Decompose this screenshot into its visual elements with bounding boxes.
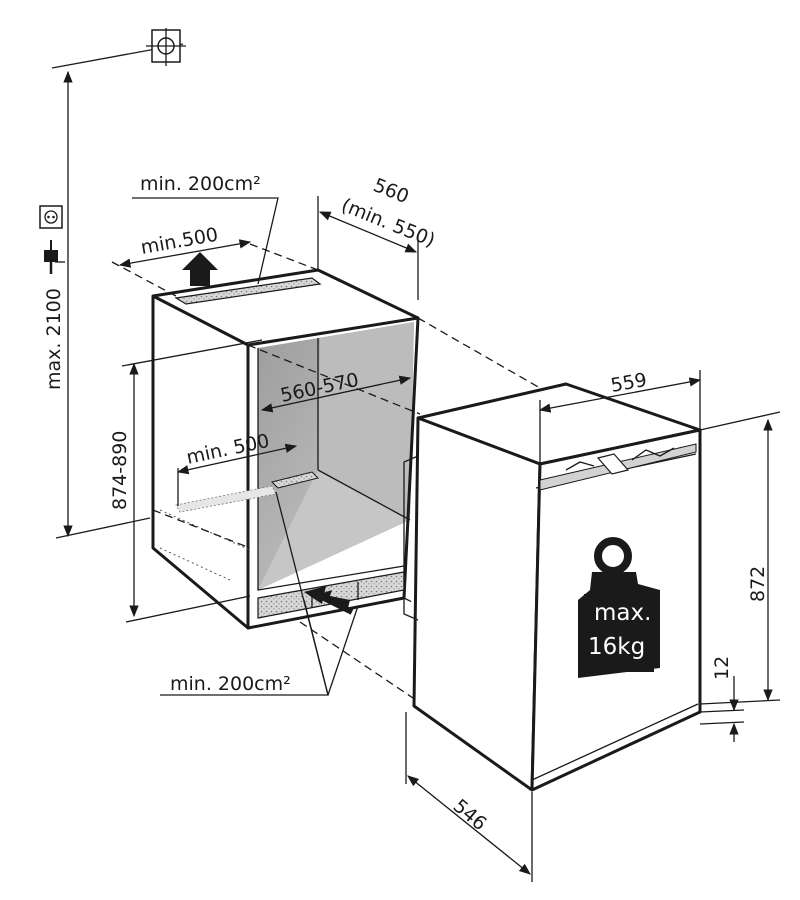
appliance-height-label: 872 — [747, 566, 769, 602]
load-line2: 16kg — [588, 634, 645, 660]
appliance-height-dimension: 872 — [699, 411, 781, 705]
vent-bottom-label: min. 200cm² — [170, 673, 291, 695]
niche-width-min-label: (min. 550) — [338, 194, 438, 251]
appliance-body — [403, 382, 702, 792]
airflow-arrow-icon — [182, 252, 354, 615]
niche-width-label: 560 — [370, 174, 412, 208]
power-socket-icon — [39, 205, 63, 229]
max-height-dimension: max. 2100 — [43, 70, 151, 539]
top-depth-label: min.500 — [139, 224, 220, 259]
niche-height-dimension: 874-890 — [109, 339, 263, 623]
vent-top-label: min. 200cm² — [140, 173, 261, 195]
load-line1: max. — [594, 600, 651, 626]
crosshair-icon — [51, 28, 186, 69]
appliance-width-label: 559 — [609, 369, 649, 397]
power-plug-icon — [44, 240, 65, 274]
appliance-depth-label: 546 — [449, 795, 491, 835]
plinth-offset-label: 12 — [711, 656, 733, 680]
max-height-label: max. 2100 — [43, 288, 65, 390]
vent-bottom-callout: min. 200cm² — [160, 491, 359, 696]
weight-icon: max. 16kg — [578, 537, 660, 678]
vent-top-callout: min. 200cm² — [132, 173, 279, 285]
niche-height-label: 874-890 — [109, 431, 131, 510]
niche-width-dimension: 560 (min. 550) — [317, 174, 438, 300]
plinth-offset-dimension: 12 — [699, 656, 745, 742]
